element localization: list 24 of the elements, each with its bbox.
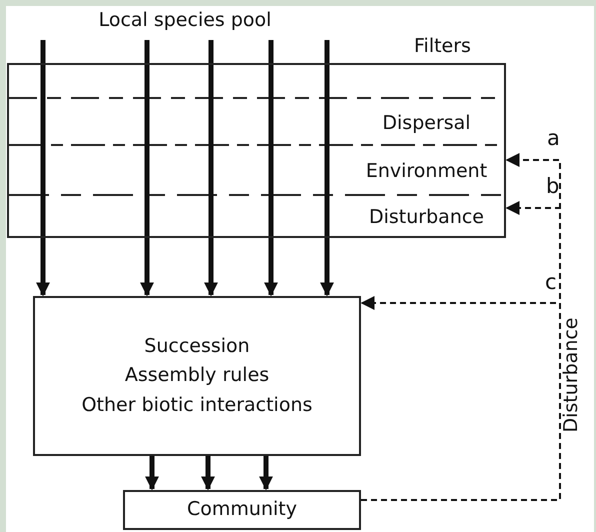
axis-label: Disturbance (560, 318, 582, 432)
box-text: Succession (144, 334, 250, 359)
box-text: Assembly rules (124, 363, 270, 388)
box-text: Community (187, 497, 297, 522)
arrow (264, 40, 278, 296)
arrow (201, 456, 215, 490)
band-label: Disturbance (369, 205, 484, 230)
arrow (145, 456, 159, 490)
band-label: Dispersal (382, 110, 471, 136)
filter-heading: Filters (414, 35, 471, 57)
dashed-arrow (360, 296, 561, 501)
process-box (123, 490, 361, 530)
edge-label: a (547, 128, 560, 149)
box-text: Other biotic interactions (82, 392, 312, 418)
band-label: Environment (366, 158, 488, 184)
edge-label: c (545, 272, 557, 293)
arrow (36, 40, 50, 296)
arrow (140, 40, 154, 296)
process-box (33, 296, 361, 456)
arrow (259, 456, 273, 490)
pool-label: Local species pool (98, 8, 272, 34)
edge-label: b (546, 176, 560, 197)
arrow (204, 40, 218, 296)
arrow (320, 40, 334, 296)
